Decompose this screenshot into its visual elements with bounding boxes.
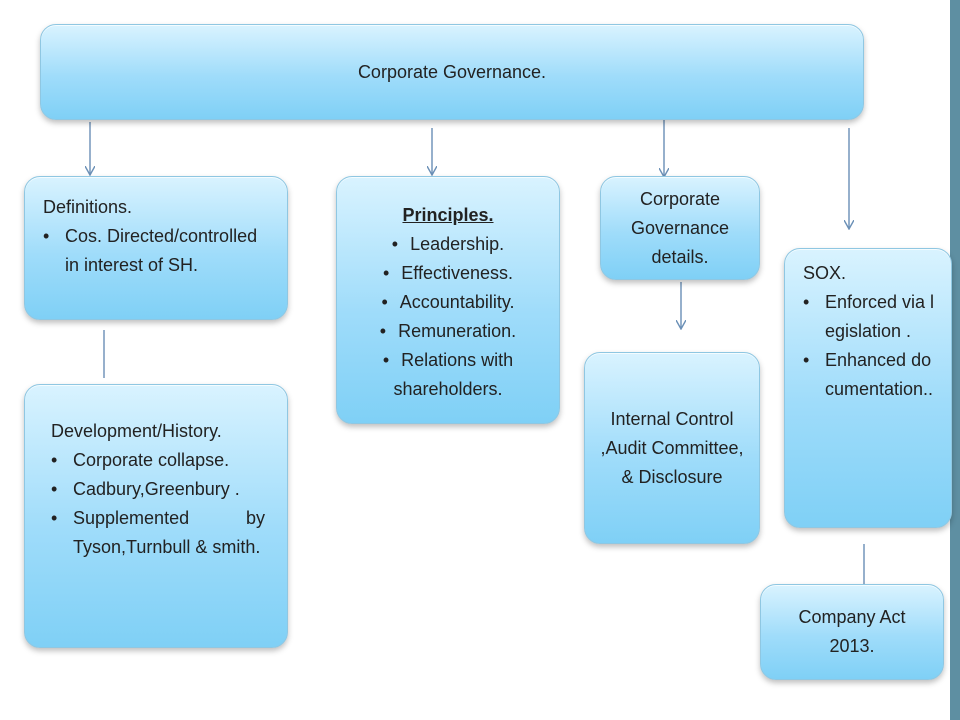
principles-item: Accountability. bbox=[347, 288, 549, 317]
development-list: Corporate collapse. Cadbury,Greenbury . … bbox=[51, 446, 265, 562]
principles-item: Leadership. bbox=[347, 230, 549, 259]
node-sox: SOX. Enforced via legislation . Enhanced… bbox=[784, 248, 952, 528]
development-item: Supplemented by Tyson,Turnbull & smith. bbox=[51, 504, 265, 562]
node-company-act: Company Act 2013. bbox=[760, 584, 944, 680]
development-item: Corporate collapse. bbox=[51, 446, 265, 475]
principles-item: Effectiveness. bbox=[347, 259, 549, 288]
principles-list: Leadership. Effectiveness. Accountabilit… bbox=[347, 230, 549, 404]
definitions-heading: Definitions. bbox=[43, 197, 133, 217]
definitions-list: Cos. Directed/controlled in interest of … bbox=[43, 222, 267, 280]
sox-item: Enhanced documentation.. bbox=[803, 346, 939, 404]
principles-item: Remuneration. bbox=[347, 317, 549, 346]
node-definitions: Definitions. Cos. Directed/controlled in… bbox=[24, 176, 288, 320]
sox-list: Enforced via legislation . Enhanced docu… bbox=[803, 288, 939, 404]
sox-heading: SOX. bbox=[803, 263, 847, 283]
node-corporate-governance-details: Corporate Governance details. bbox=[600, 176, 760, 280]
principles-heading: Principles. bbox=[402, 204, 494, 225]
node-principles: Principles. Leadership. Effectiveness. A… bbox=[336, 176, 560, 424]
node-corporate-governance-label: Corporate Governance. bbox=[357, 61, 547, 82]
development-heading: Development/History. bbox=[51, 421, 222, 441]
definitions-item: Cos. Directed/controlled in interest of … bbox=[43, 222, 267, 280]
internal-control-label: Internal Control ,Audit Committee, & Dis… bbox=[600, 408, 744, 487]
node-corporate-governance: Corporate Governance. bbox=[40, 24, 864, 120]
development-item: Cadbury,Greenbury . bbox=[51, 475, 265, 504]
principles-item: Relations with shareholders. bbox=[347, 346, 549, 404]
details-label: Corporate Governance details. bbox=[630, 188, 730, 267]
slide-frame-border bbox=[950, 0, 960, 720]
node-development-history: Development/History. Corporate collapse.… bbox=[24, 384, 288, 648]
sox-item: Enforced via legislation . bbox=[803, 288, 939, 346]
company-act-label: Company Act 2013. bbox=[798, 607, 906, 656]
node-internal-control: Internal Control ,Audit Committee, & Dis… bbox=[584, 352, 760, 544]
